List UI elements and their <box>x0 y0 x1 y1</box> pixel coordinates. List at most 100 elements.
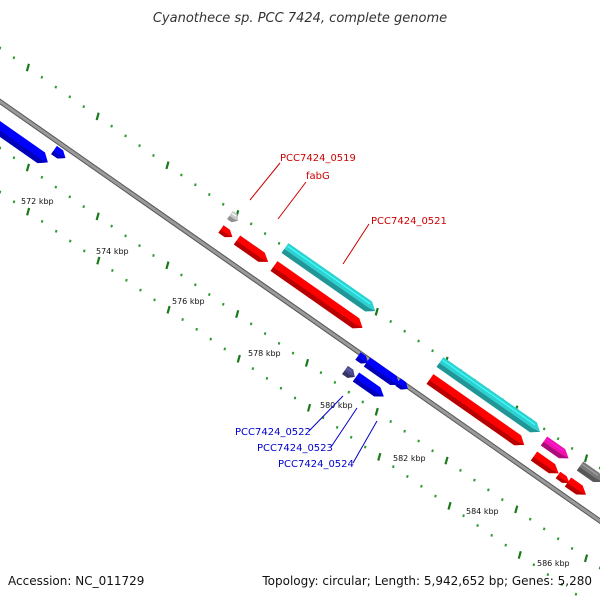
gene-feature-forward[interactable] <box>530 451 559 474</box>
tick-minor <box>501 498 504 502</box>
tick-minor <box>403 329 406 333</box>
tick-major <box>583 454 589 463</box>
genome-backbone <box>0 98 600 525</box>
tick-minor <box>293 396 297 400</box>
tick-minor <box>417 339 420 343</box>
tick-minor <box>556 537 560 541</box>
tick-minor <box>389 419 393 423</box>
gene-feature-reverse[interactable] <box>51 145 66 159</box>
gene-label-fabg[interactable]: fabG <box>306 171 330 182</box>
tick-minor <box>139 288 142 292</box>
tick-minor <box>40 175 44 179</box>
tick-minor <box>249 322 253 326</box>
tick-minor <box>392 465 395 469</box>
tick-major <box>26 207 31 216</box>
tick-minor <box>277 341 281 345</box>
gene-feature-pcc7424-0522[interactable] <box>355 352 368 364</box>
gene-feature-pcc7424-0523[interactable] <box>363 357 400 385</box>
gene-feature-forward-other[interactable] <box>436 357 540 433</box>
gene-label-pcc7424-0523[interactable]: PCC7424_0523 <box>257 443 333 454</box>
tick-minor <box>265 376 269 380</box>
tick-major <box>514 505 519 514</box>
gene-label-pcc7424-0521[interactable]: PCC7424_0521 <box>371 216 447 227</box>
tick-minor <box>138 244 141 248</box>
gene-feature-forward[interactable] <box>555 471 570 484</box>
tick-minor <box>110 224 113 228</box>
tick-major <box>165 261 170 270</box>
accession-text: Accession: NC_011729 <box>8 574 144 588</box>
tick-minor <box>403 429 406 433</box>
gene-feature-magenta[interactable] <box>540 436 569 459</box>
tick-minor <box>431 449 434 453</box>
gene-feature-forward[interactable] <box>564 477 587 495</box>
tick-major <box>517 550 522 559</box>
gene-label-pcc7424-0522[interactable]: PCC7424_0522 <box>235 427 311 438</box>
tick-minor <box>221 302 225 306</box>
tick-minor <box>420 484 423 488</box>
tick-minor <box>54 229 58 233</box>
tick-label-580: 580 kbp <box>320 401 353 410</box>
tick-minor <box>54 185 58 189</box>
tick-minor <box>361 400 365 404</box>
gene-feature-reverse[interactable] <box>0 103 48 164</box>
tick-minor <box>68 195 72 199</box>
tick-minor <box>560 582 564 586</box>
tick-minor <box>251 367 255 371</box>
tick-major <box>444 456 449 465</box>
tick-major <box>374 307 379 316</box>
gene-feature-pcc7424-0521[interactable] <box>281 243 376 312</box>
tick-minor <box>333 380 337 384</box>
tick-minor <box>532 563 536 567</box>
tick-minor <box>82 105 86 109</box>
tick-minor <box>138 144 141 148</box>
tick-major <box>304 358 310 367</box>
tick-minor <box>125 278 128 282</box>
tick-minor <box>207 293 211 297</box>
tick-minor <box>263 332 267 336</box>
tick-minor <box>153 298 156 302</box>
tick-minor <box>54 85 58 89</box>
tick-major <box>374 407 379 416</box>
gene-label-pcc7424-0519[interactable]: PCC7424_0519 <box>280 153 356 164</box>
tick-label-584: 584 kbp <box>466 507 499 516</box>
tick-minor <box>319 371 323 375</box>
gene-feature-reverse-dark[interactable] <box>342 365 355 378</box>
tick-minor <box>249 222 253 226</box>
tick-minor <box>335 425 339 429</box>
tick-major <box>306 403 312 412</box>
tick-minor <box>124 134 127 138</box>
tick-minor <box>570 446 574 450</box>
tick-minor <box>389 319 393 323</box>
gene-label-pcc7424-0524[interactable]: PCC7424_0524 <box>278 459 354 470</box>
tick-minor <box>490 533 493 537</box>
tick-minor <box>68 239 72 243</box>
tick-major <box>96 256 101 265</box>
tick-minor <box>181 318 184 322</box>
gene-feature-gray[interactable] <box>576 461 600 483</box>
tick-minor <box>12 156 16 160</box>
tick-minor <box>473 478 476 482</box>
tick-minor <box>40 219 44 223</box>
tick-minor <box>476 524 479 528</box>
gene-feature-forward[interactable] <box>426 374 525 446</box>
tick-minor <box>68 95 72 99</box>
gene-feature-forward[interactable] <box>233 235 269 262</box>
tick-label-572: 572 kbp <box>21 197 54 206</box>
tick-minor <box>82 249 86 253</box>
gene-feature-reverse[interactable] <box>395 378 408 390</box>
gene-labels: PCC7424_0519 fabG PCC7424_0521 PCC7424_0… <box>235 153 447 470</box>
tick-minor <box>263 232 267 236</box>
tick-minor <box>221 202 225 206</box>
gene-feature-pcc7424-0524[interactable] <box>352 372 384 397</box>
label-leaders <box>249 162 378 464</box>
gene-feature-forward[interactable] <box>270 261 363 329</box>
tick-minor <box>180 273 183 277</box>
tick-minor <box>223 347 227 351</box>
gene-feature-pseudo[interactable] <box>227 210 239 223</box>
tick-minor <box>347 390 351 394</box>
tick-label-586: 586 kbp <box>537 559 570 568</box>
gene-feature-fabg-region[interactable] <box>218 225 233 238</box>
tick-label-582: 582 kbp <box>393 454 426 463</box>
tick-minor <box>40 75 44 79</box>
